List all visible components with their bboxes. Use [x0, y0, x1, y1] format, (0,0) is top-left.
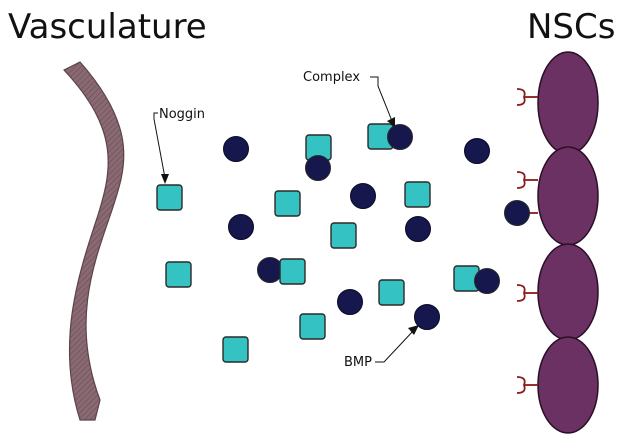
bmp-arrowhead: [408, 325, 419, 335]
complex: [454, 266, 500, 294]
receptor: [517, 89, 538, 105]
blood-vessel: [64, 62, 124, 420]
bmp-circle: [465, 139, 490, 164]
bmp-label: BMP: [344, 355, 372, 370]
noggin-arrowhead: [161, 174, 169, 184]
bmp-leader-line: [375, 330, 414, 362]
noggin-square: [275, 191, 300, 216]
complex: [368, 124, 413, 150]
complex: [306, 135, 332, 181]
nsc-cell: [538, 337, 598, 433]
complex-callout: Complex: [303, 70, 395, 127]
noggin-square: [157, 185, 182, 210]
nsc-cell: [538, 244, 598, 340]
noggin-square: [405, 182, 430, 207]
receptor: [517, 172, 538, 188]
receptor: [517, 377, 538, 393]
complex-leader-line: [370, 77, 392, 121]
noggin-leader-line: [154, 113, 165, 178]
noggin-square: [379, 280, 404, 305]
vasculature-title: Vasculature: [8, 7, 207, 47]
nsc-cell: [538, 52, 598, 154]
noggin-square: [331, 223, 356, 248]
bmp-circle: [229, 215, 254, 240]
bmp-circle: [351, 184, 376, 209]
noggin-square: [223, 337, 248, 362]
complex: [505, 201, 530, 226]
receptor: [517, 285, 538, 301]
bmp-circle: [406, 217, 431, 242]
complex: [258, 258, 306, 285]
nsc-cell: [538, 147, 598, 245]
nscs-title: NSCs: [527, 7, 615, 47]
noggin-callout: Noggin: [154, 107, 205, 184]
bmp-circle: [338, 290, 363, 315]
nsc-cells: [538, 52, 598, 433]
noggin-square: [166, 262, 191, 287]
complex-label: Complex: [303, 70, 360, 85]
bmp-callout: BMP: [344, 325, 419, 370]
noggin-square: [300, 314, 325, 339]
bmp-circle: [224, 137, 249, 162]
bmp-receptors: [517, 89, 538, 393]
noggin-label: Noggin: [159, 107, 205, 122]
